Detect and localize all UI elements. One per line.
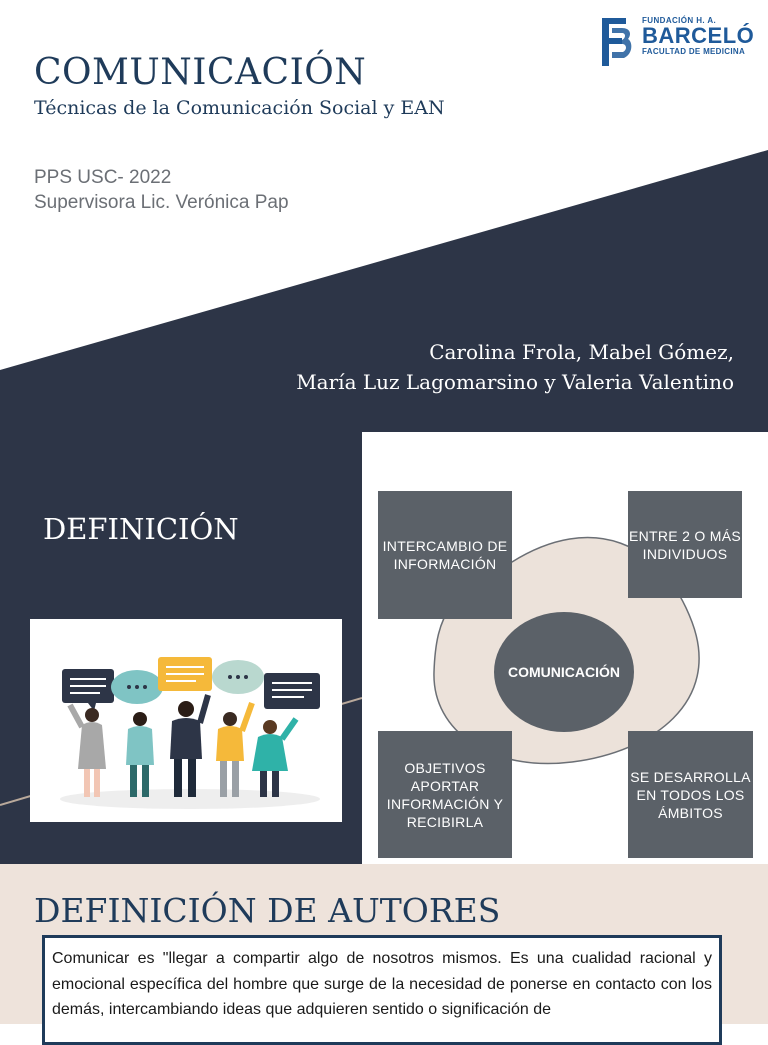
barcelo-logo: FUNDACIÓN H. A. BARCELÓ FACULTAD DE MEDI…: [596, 14, 760, 70]
diagram-center-node: COMUNICACIÓN: [494, 612, 634, 732]
supervisor-label: Supervisora Lic. Verónica Pap: [34, 192, 289, 213]
barcelo-logo-mark-icon: [602, 18, 632, 66]
course-label: PPS USC- 2022: [34, 167, 172, 188]
authors-section-title: DEFINICIÓN DE AUTORES: [34, 891, 501, 930]
quote-box: Comunicar es "llegar a compartir algo de…: [42, 935, 722, 1045]
header-background: [0, 0, 768, 432]
people-speech-illustration: [30, 619, 342, 822]
quote-text: Comunicar es "llegar a compartir algo de…: [52, 950, 712, 1018]
authors-block: Carolina Frola, Mabel Gómez, María Luz L…: [296, 337, 734, 397]
barcelo-logo-text: FUNDACIÓN H. A. BARCELÓ FACULTAD DE MEDI…: [642, 16, 754, 56]
people-with-speech-bubbles-icon: [60, 657, 320, 809]
page-title: COMUNICACIÓN: [34, 52, 367, 93]
diagram-box-scope: SE DESARROLLA EN TODOS LOS ÁMBITOS: [628, 731, 753, 858]
page-subtitle: Técnicas de la Comunicación Social y EAN: [34, 97, 445, 119]
diagram-box-individuals: ENTRE 2 O MÁS INDIVIDUOS: [628, 491, 742, 598]
logo-foundation-label: FUNDACIÓN H. A.: [642, 16, 717, 25]
diagram-box-exchange: INTERCAMBIO DE INFORMACIÓN: [378, 491, 512, 619]
authors-line-2: María Luz Lagomarsino y Valeria Valentin…: [296, 370, 734, 394]
authors-line-1: Carolina Frola, Mabel Gómez,: [429, 340, 734, 364]
logo-faculty-label: FACULTAD DE MEDICINA: [642, 47, 746, 56]
definition-title: DEFINICIÓN: [43, 512, 239, 546]
diagram-box-objectives: OBJETIVOS APORTAR INFORMACIÓN Y RECIBIRL…: [378, 731, 512, 858]
logo-name: BARCELÓ: [642, 23, 755, 48]
